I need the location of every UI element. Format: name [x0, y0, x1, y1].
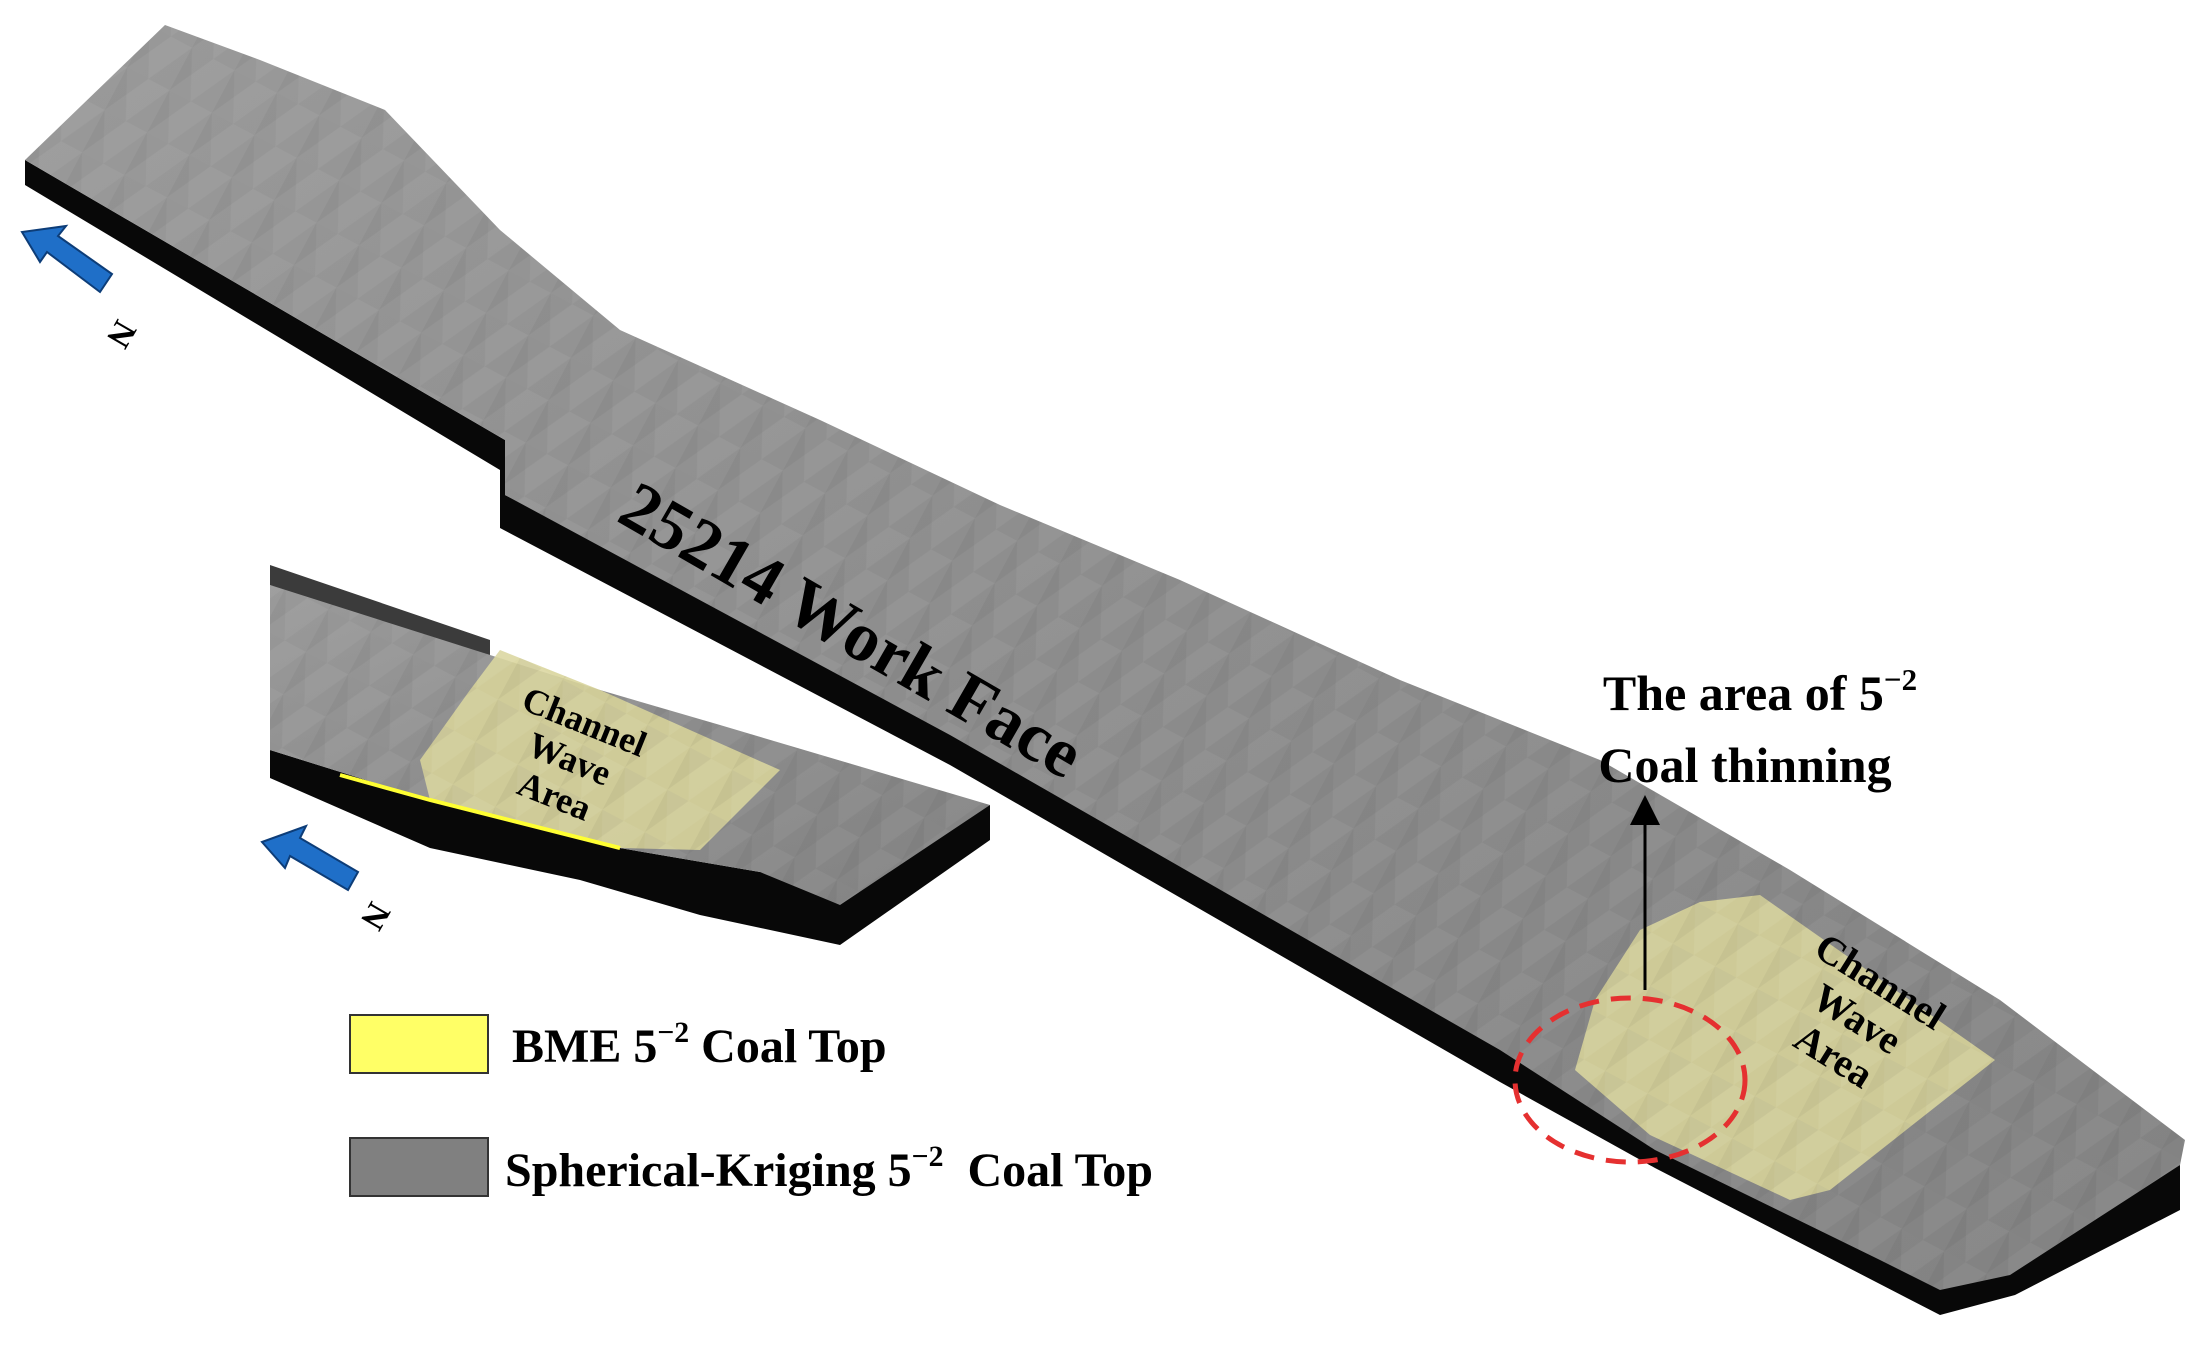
legend-swatch-kriging — [349, 1137, 489, 1197]
inset-north-arrow: N — [260, 824, 398, 936]
legend-swatch-bme — [349, 1014, 489, 1074]
main-north-arrow: N — [20, 224, 144, 354]
inset-slab-side — [270, 750, 990, 945]
legend: BME 5−2 Coal Top Spherical-Kriging 5−2 C… — [349, 1014, 1153, 1197]
coal-thinning-highlight — [1512, 995, 1748, 1165]
annotation-line-2: Coal thinning — [1598, 737, 1891, 793]
main-channel-label: Channel Wave Area — [1786, 924, 1953, 1097]
north-label-inset: N — [353, 896, 398, 936]
inset-side-strip — [270, 565, 490, 655]
annotation-line-1: The area of 5−2 — [1603, 662, 1917, 721]
legend-label-kriging: Spherical-Kriging 5−2 Coal Top — [505, 1140, 1153, 1197]
north-arrow-icon — [260, 824, 360, 892]
legend-label-bme: BME 5−2 Coal Top — [512, 1016, 887, 1073]
inset-slab — [270, 565, 990, 945]
north-arrow-icon — [20, 224, 114, 294]
north-label-main: N — [99, 314, 144, 354]
